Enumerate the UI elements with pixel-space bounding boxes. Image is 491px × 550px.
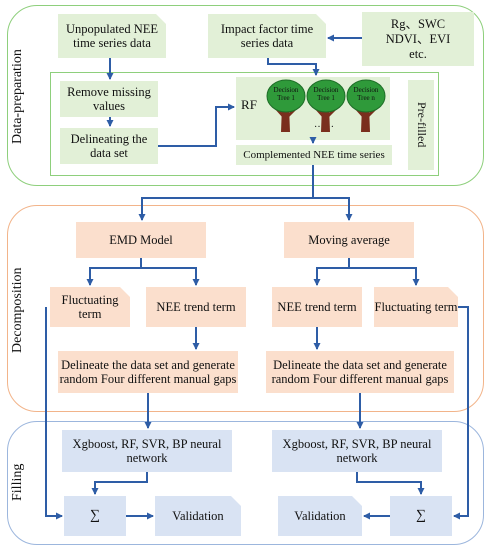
decision-tree-1: Decision Tree 1: [266, 78, 306, 134]
delineate-gaps-right-box: Delineate the data set and generate rand…: [266, 351, 454, 393]
arrow-models-left-to-sum: [91, 472, 148, 495]
arrow-fluct-right-to-sum: [453, 306, 469, 520]
arrow-moving-split-left: [313, 258, 350, 286]
decision-tree-2: Decision Tree 1: [306, 78, 346, 134]
arrow-delineate-to-rf: [158, 103, 235, 147]
nee-trend-term-right-box: NEE trend term: [272, 287, 362, 327]
arrow-complemented-split: [138, 165, 314, 221]
preprocessing-frame: [50, 72, 439, 176]
arrow-complemented-to-moving: [313, 197, 353, 221]
arrow-emd-split-left: [86, 258, 142, 286]
factors-line-2: NDVI、EVI: [385, 31, 451, 46]
arrow-impact-to-rf: [267, 58, 320, 76]
fluctuating-term-left-box: Fluctuating term: [50, 287, 130, 327]
rf-label: RF: [241, 96, 257, 112]
arrow-moving-split-right: [349, 267, 420, 286]
pre-filled-box: Pre-filled: [408, 80, 434, 170]
factor-variables-box: Rg、SWC NDVI、EVI etc.: [362, 12, 474, 66]
factors-line-1: Rg、SWC: [390, 16, 446, 31]
tree-label-3: Decision Tree n: [353, 86, 379, 102]
pre-filled-label: Pre-filled: [414, 102, 429, 148]
delineating-data-set-box: Delineating the data set: [60, 128, 158, 164]
sum-left-box: ∑: [64, 496, 126, 536]
validation-right-box: Validation: [278, 496, 362, 536]
factors-line-3: etc.: [409, 46, 427, 61]
delineate-gaps-left-box: Delineate the data set and generate rand…: [58, 351, 238, 393]
validation-left-box: Validation: [155, 496, 241, 536]
remove-missing-values-box: Remove missing values: [60, 81, 158, 117]
filling-panel: [7, 421, 484, 545]
decision-tree-n: Decision Tree n: [346, 78, 386, 134]
fluctuating-term-right-box: Fluctuating term: [374, 287, 458, 327]
emd-model-box: EMD Model: [76, 222, 206, 258]
tree-label-1: Decision Tree 1: [273, 86, 299, 102]
tree-label-2: Decision Tree 1: [313, 86, 339, 102]
sum-right-box: ∑: [390, 496, 452, 536]
arrow-fluct-left-to-sum: [45, 307, 63, 520]
nee-trend-term-left-box: NEE trend term: [146, 287, 246, 327]
arrow-emd-split-right: [141, 267, 200, 286]
unpopulated-nee-box: Unpopulated NEE time series data: [58, 14, 166, 58]
arrow-models-right-to-sum: [356, 472, 425, 495]
models-left-box: Xgboost, RF, SVR, BP neural network: [62, 430, 232, 472]
complemented-nee-box: Complemented NEE time series: [236, 145, 392, 165]
models-right-box: Xgboost, RF, SVR, BP neural network: [272, 430, 442, 472]
impact-factor-box: Impact factor time series data: [208, 14, 326, 58]
decomposition-panel: [7, 205, 484, 412]
moving-average-box: Moving average: [284, 222, 414, 258]
data-preparation-panel: [7, 5, 484, 186]
